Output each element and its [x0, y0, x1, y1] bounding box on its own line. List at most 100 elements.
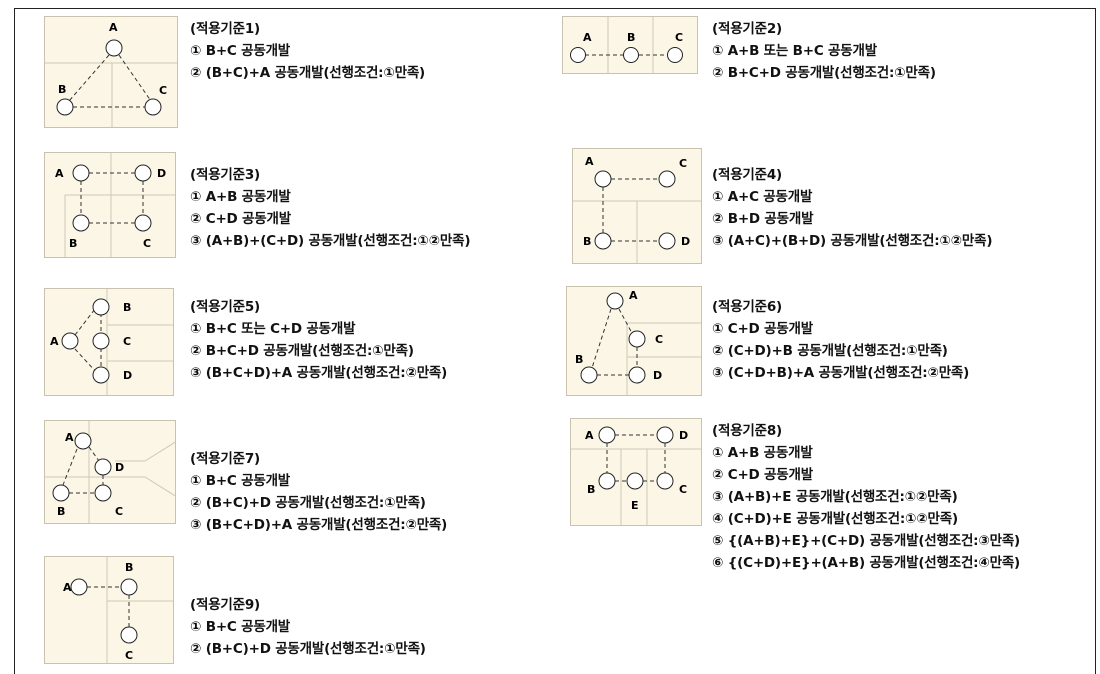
- caption-line: ② C+D 공동개발: [712, 467, 813, 483]
- node-label: D: [123, 369, 132, 382]
- caption-line: ③ (B+C+D)+A 공동개발(선행조건:②만족): [190, 517, 448, 533]
- caption-line: (적용기준3): [190, 167, 261, 183]
- caption-line: ③ (A+B)+E 공동개발(선행조건:①②만족): [712, 489, 958, 505]
- grid-line: [115, 476, 175, 497]
- diagram-3-graph: A D B C: [55, 153, 175, 257]
- caption-line: (적용기준4): [712, 167, 783, 183]
- caption-line: ⑥ {(C+D)+E}+(A+B) 공동개발(선행조건:④만족): [712, 555, 1021, 571]
- node-label: B: [69, 237, 77, 250]
- diagram-4-graph: A C B D: [573, 155, 701, 263]
- caption-9: (적용기준9) ① B+C 공동개발 ② (B+C)+D 공동개발(선행조건:①…: [190, 594, 426, 660]
- caption-line: ① A+B 공동개발: [190, 189, 291, 205]
- node-label: C: [675, 31, 683, 44]
- diagram-7: A D B C: [44, 420, 176, 524]
- node-label: A: [50, 335, 59, 348]
- caption-line: ① A+C 공동개발: [712, 189, 813, 205]
- node-d: [134, 164, 152, 182]
- node-d: [658, 232, 676, 250]
- diagram-1-graph: A B C: [45, 21, 177, 127]
- caption-line: ① C+D 공동개발: [712, 321, 813, 337]
- caption-item: ① A+B 또는 B+C 공동개발: [712, 43, 877, 59]
- diagram-8: A D B C E: [570, 418, 702, 526]
- node-label: C: [115, 505, 123, 518]
- diagram-2: A B C: [562, 16, 698, 74]
- caption-line: ③ (A+B)+(C+D) 공동개발(선행조건:①②만족): [190, 233, 471, 249]
- diagram-5: B A C D: [44, 288, 174, 396]
- grid-line: [115, 441, 175, 462]
- node-a: [598, 426, 616, 444]
- caption-line: (적용기준9): [190, 597, 261, 613]
- diagram-9: A B C: [44, 556, 174, 664]
- node-b: [72, 214, 90, 232]
- node-label: A: [65, 431, 74, 444]
- node-label: C: [679, 157, 687, 170]
- caption-line: ③ (B+C+D)+A 공동개발(선행조건:②만족): [190, 365, 448, 381]
- label-a: A: [109, 21, 118, 34]
- node-label: D: [115, 461, 124, 474]
- node-b: [120, 578, 138, 596]
- diagram-6: A C B D: [566, 286, 702, 396]
- diagram-3: A D B C: [44, 152, 176, 258]
- diagram-2-graph: A B C: [570, 17, 683, 73]
- node-b: [598, 472, 616, 490]
- caption-8: (적용기준8) ① A+B 공동개발 ② C+D 공동개발 ③ (A+B)+E …: [712, 420, 1020, 574]
- grid-line: [74, 348, 98, 374]
- caption-title: (적용기준1): [190, 21, 261, 37]
- figure-frame: [14, 8, 1096, 674]
- caption-4: (적용기준4) ① A+C 공동개발 ② B+D 공동개발 ③ (A+C)+(B…: [712, 164, 992, 252]
- caption-title: (적용기준2): [712, 21, 783, 37]
- node-label: B: [123, 301, 131, 314]
- node-label: C: [123, 335, 131, 348]
- node-e: [626, 472, 644, 490]
- caption-line: ② (B+C)+D 공동개발(선행조건:①만족): [190, 641, 426, 657]
- caption-line: ② C+D 공동개발: [190, 211, 291, 227]
- node-label: E: [631, 499, 639, 512]
- node-c: [656, 472, 674, 490]
- node-b: [594, 232, 612, 250]
- grid-line: [618, 308, 634, 336]
- diagram-8-graph: A D B C E: [571, 426, 701, 525]
- caption-item: ① B+C 공동개발: [190, 43, 291, 59]
- label-b: B: [58, 83, 66, 96]
- node-b: [52, 484, 70, 502]
- node-label: B: [575, 353, 583, 366]
- node-d: [628, 366, 646, 384]
- node-label: D: [679, 429, 688, 442]
- caption-line: ② B+C+D 공동개발(선행조건:①만족): [190, 343, 414, 359]
- caption-line: ② (B+C)+D 공동개발(선행조건:①만족): [190, 495, 426, 511]
- caption-line: ② (C+D)+B 공동개발(선행조건:①만족): [712, 343, 948, 359]
- node-c: [134, 214, 152, 232]
- node-label: A: [629, 289, 638, 302]
- node-c: [94, 484, 112, 502]
- node-label: B: [57, 505, 65, 518]
- node-c: [92, 332, 110, 350]
- node-label: C: [143, 237, 151, 250]
- grid-line: [62, 448, 78, 486]
- node-b: [56, 98, 74, 116]
- node-a: [606, 292, 624, 310]
- node-b: [580, 366, 598, 384]
- node-c: [628, 330, 646, 348]
- node-label: C: [679, 483, 687, 496]
- node-d: [656, 426, 674, 444]
- caption-line: ① B+C 공동개발: [190, 473, 291, 489]
- caption-item: ② B+C+D 공동개발(선행조건:①만족): [712, 65, 936, 81]
- caption-item: ② (B+C)+A 공동개발(선행조건:①만족): [190, 65, 426, 81]
- caption-line: ① B+C 또는 C+D 공동개발: [190, 321, 356, 337]
- caption-line: ① A+B 공동개발: [712, 445, 813, 461]
- node-label: A: [63, 581, 72, 594]
- node-a: [105, 39, 123, 57]
- node-label: D: [681, 235, 690, 248]
- node-label: B: [587, 483, 595, 496]
- caption-line: (적용기준8): [712, 423, 783, 439]
- caption-3: (적용기준3) ① A+B 공동개발 ② C+D 공동개발 ③ (A+B)+(C…: [190, 164, 470, 252]
- node-a: [570, 47, 586, 63]
- node-label: B: [583, 235, 591, 248]
- node-a: [594, 170, 612, 188]
- caption-2: (적용기준2) ① A+B 또는 B+C 공동개발 ② B+C+D 공동개발(선…: [712, 18, 936, 84]
- caption-line: ② B+D 공동개발: [712, 211, 814, 227]
- caption-5: (적용기준5) ① B+C 또는 C+D 공동개발 ② B+C+D 공동개발(선…: [190, 296, 447, 384]
- grid-line: [590, 308, 612, 372]
- node-c: [667, 47, 683, 63]
- node-label: A: [585, 429, 594, 442]
